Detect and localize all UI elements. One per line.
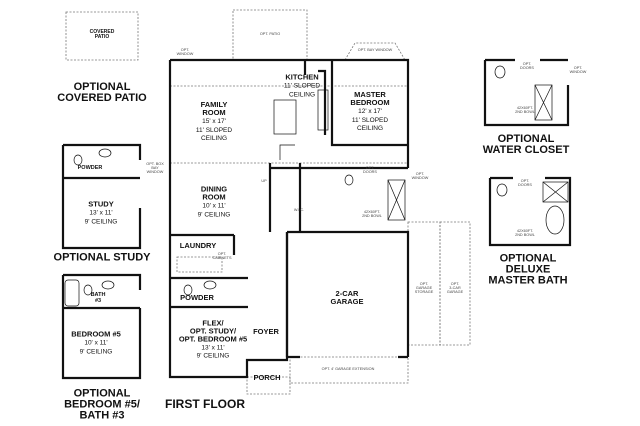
toilet [344,174,354,186]
bay-window-outline [344,42,406,61]
stairs-up-note: UP [261,179,267,184]
three-car-outline [439,221,471,346]
shower [387,179,406,221]
porch-outline [246,376,291,395]
study-powder-label: POWDER [77,165,103,172]
porch-label: PORCH [253,373,281,383]
opt-box-bay-window-note: OPT. BOX BAY WINDOW [146,162,164,174]
deluxe-doors-note: OPT. DOORS [518,179,532,187]
wc-doors-note: OPT. DOORS [520,62,534,70]
wc-bowl-note: 42X60FT. 2ND BOWL [515,106,535,114]
garage-extension-outline [289,356,409,384]
optional-water-closet-title: OPTIONAL WATER CLOSET [482,133,570,156]
kitchen-island [273,99,297,135]
opt-bay-window-note: OPT. BAY WINDOW [357,48,393,53]
covered-patio-label: COVERED PATIO [89,28,115,40]
opt-window-note-right: OPT. WINDOW [411,172,429,180]
optional-bedroom5-title: OPTIONAL BEDROOM #5/ BATH #3 [64,387,140,422]
garage-extension-note: OPT. 4' GARAGE EXTENSION [321,367,375,372]
opt-patio-note: OPT. PATIO [259,32,281,37]
laundry-label: LAUNDRY [179,241,217,251]
opt-cabinets-note: OPT. CABINETS [212,252,232,260]
garage-storage-note: OPT. GARAGE STORAGE [414,282,434,294]
optional-covered-patio-title: OPTIONAL COVERED PATIO [57,81,147,104]
three-car-note: OPT. 3-CAR GARAGE [446,282,464,294]
optional-deluxe-master-bath-title: OPTIONAL DELUXE MASTER BATH [488,252,568,287]
bath3-label: BATH #3 [90,292,106,304]
first-floor-title: FIRST FLOOR [165,397,245,411]
wic-label: W.I.C. [293,208,305,213]
opt-window-note: OPT. WINDOW [176,48,194,56]
wc-window-note: OPT. WINDOW [569,66,587,74]
garage-label: 2-CAR GARAGE [330,289,364,306]
optional-study-title: OPTIONAL STUDY [53,251,151,264]
kitchen-range [317,89,329,131]
covered-patio-outline [65,11,139,61]
opt-doors-note: OPT. DOORS [363,166,377,174]
powder-label: POWDER [180,293,214,303]
foyer-label: FOYER [253,327,279,337]
deluxe-bowl-note: 42X60FT. 2ND BOWL [515,229,535,237]
second-bowl-note: 42X60FT. 2ND BOWL [362,210,382,218]
